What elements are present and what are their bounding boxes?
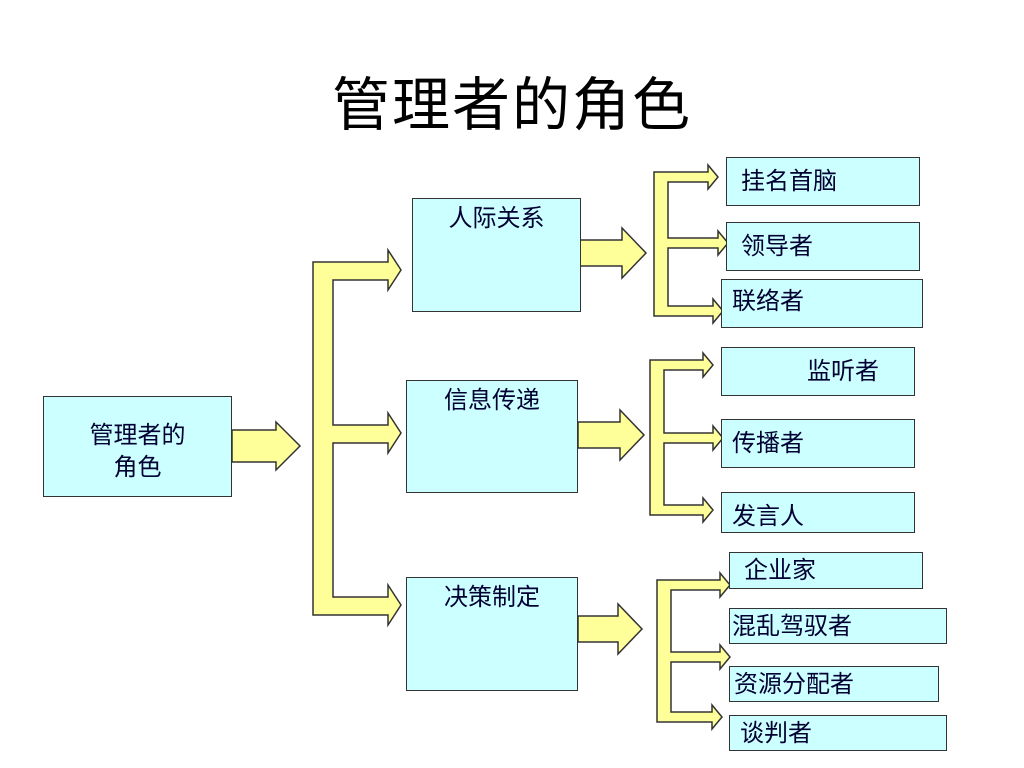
role-node: 混乱驾驭者: [729, 608, 947, 644]
role-node: 发言人: [721, 492, 915, 533]
role-node: 谈判者: [729, 715, 947, 751]
role-node: 挂名首脑: [726, 157, 920, 206]
role-node: 资源分配者: [729, 666, 939, 702]
role-node: 企业家: [729, 552, 923, 589]
role-node: 领导者: [726, 222, 920, 271]
root-label-line1: 管理者的: [89, 421, 186, 449]
role-node: 监听者: [721, 347, 915, 396]
category-arrow-icon: [577, 602, 644, 656]
sub-bracket-icon: [649, 350, 724, 525]
root-node: 管理者的 角色: [43, 396, 232, 497]
category-arrow-icon: [579, 226, 648, 280]
main-bracket-icon: [312, 247, 402, 628]
role-node: 传播者: [721, 419, 915, 468]
category-arrow-icon: [577, 408, 646, 462]
root-label-line2: 角色: [113, 453, 162, 481]
sub-bracket-icon: [653, 162, 729, 326]
sub-bracket-icon: [656, 570, 731, 732]
category-node: 人际关系: [412, 198, 581, 312]
category-node: 信息传递: [406, 380, 578, 493]
root-arrow-icon: [231, 420, 302, 472]
category-node: 决策制定: [406, 577, 578, 691]
slide-title: 管理者的角色: [331, 71, 692, 139]
role-node: 联络者: [721, 279, 923, 328]
